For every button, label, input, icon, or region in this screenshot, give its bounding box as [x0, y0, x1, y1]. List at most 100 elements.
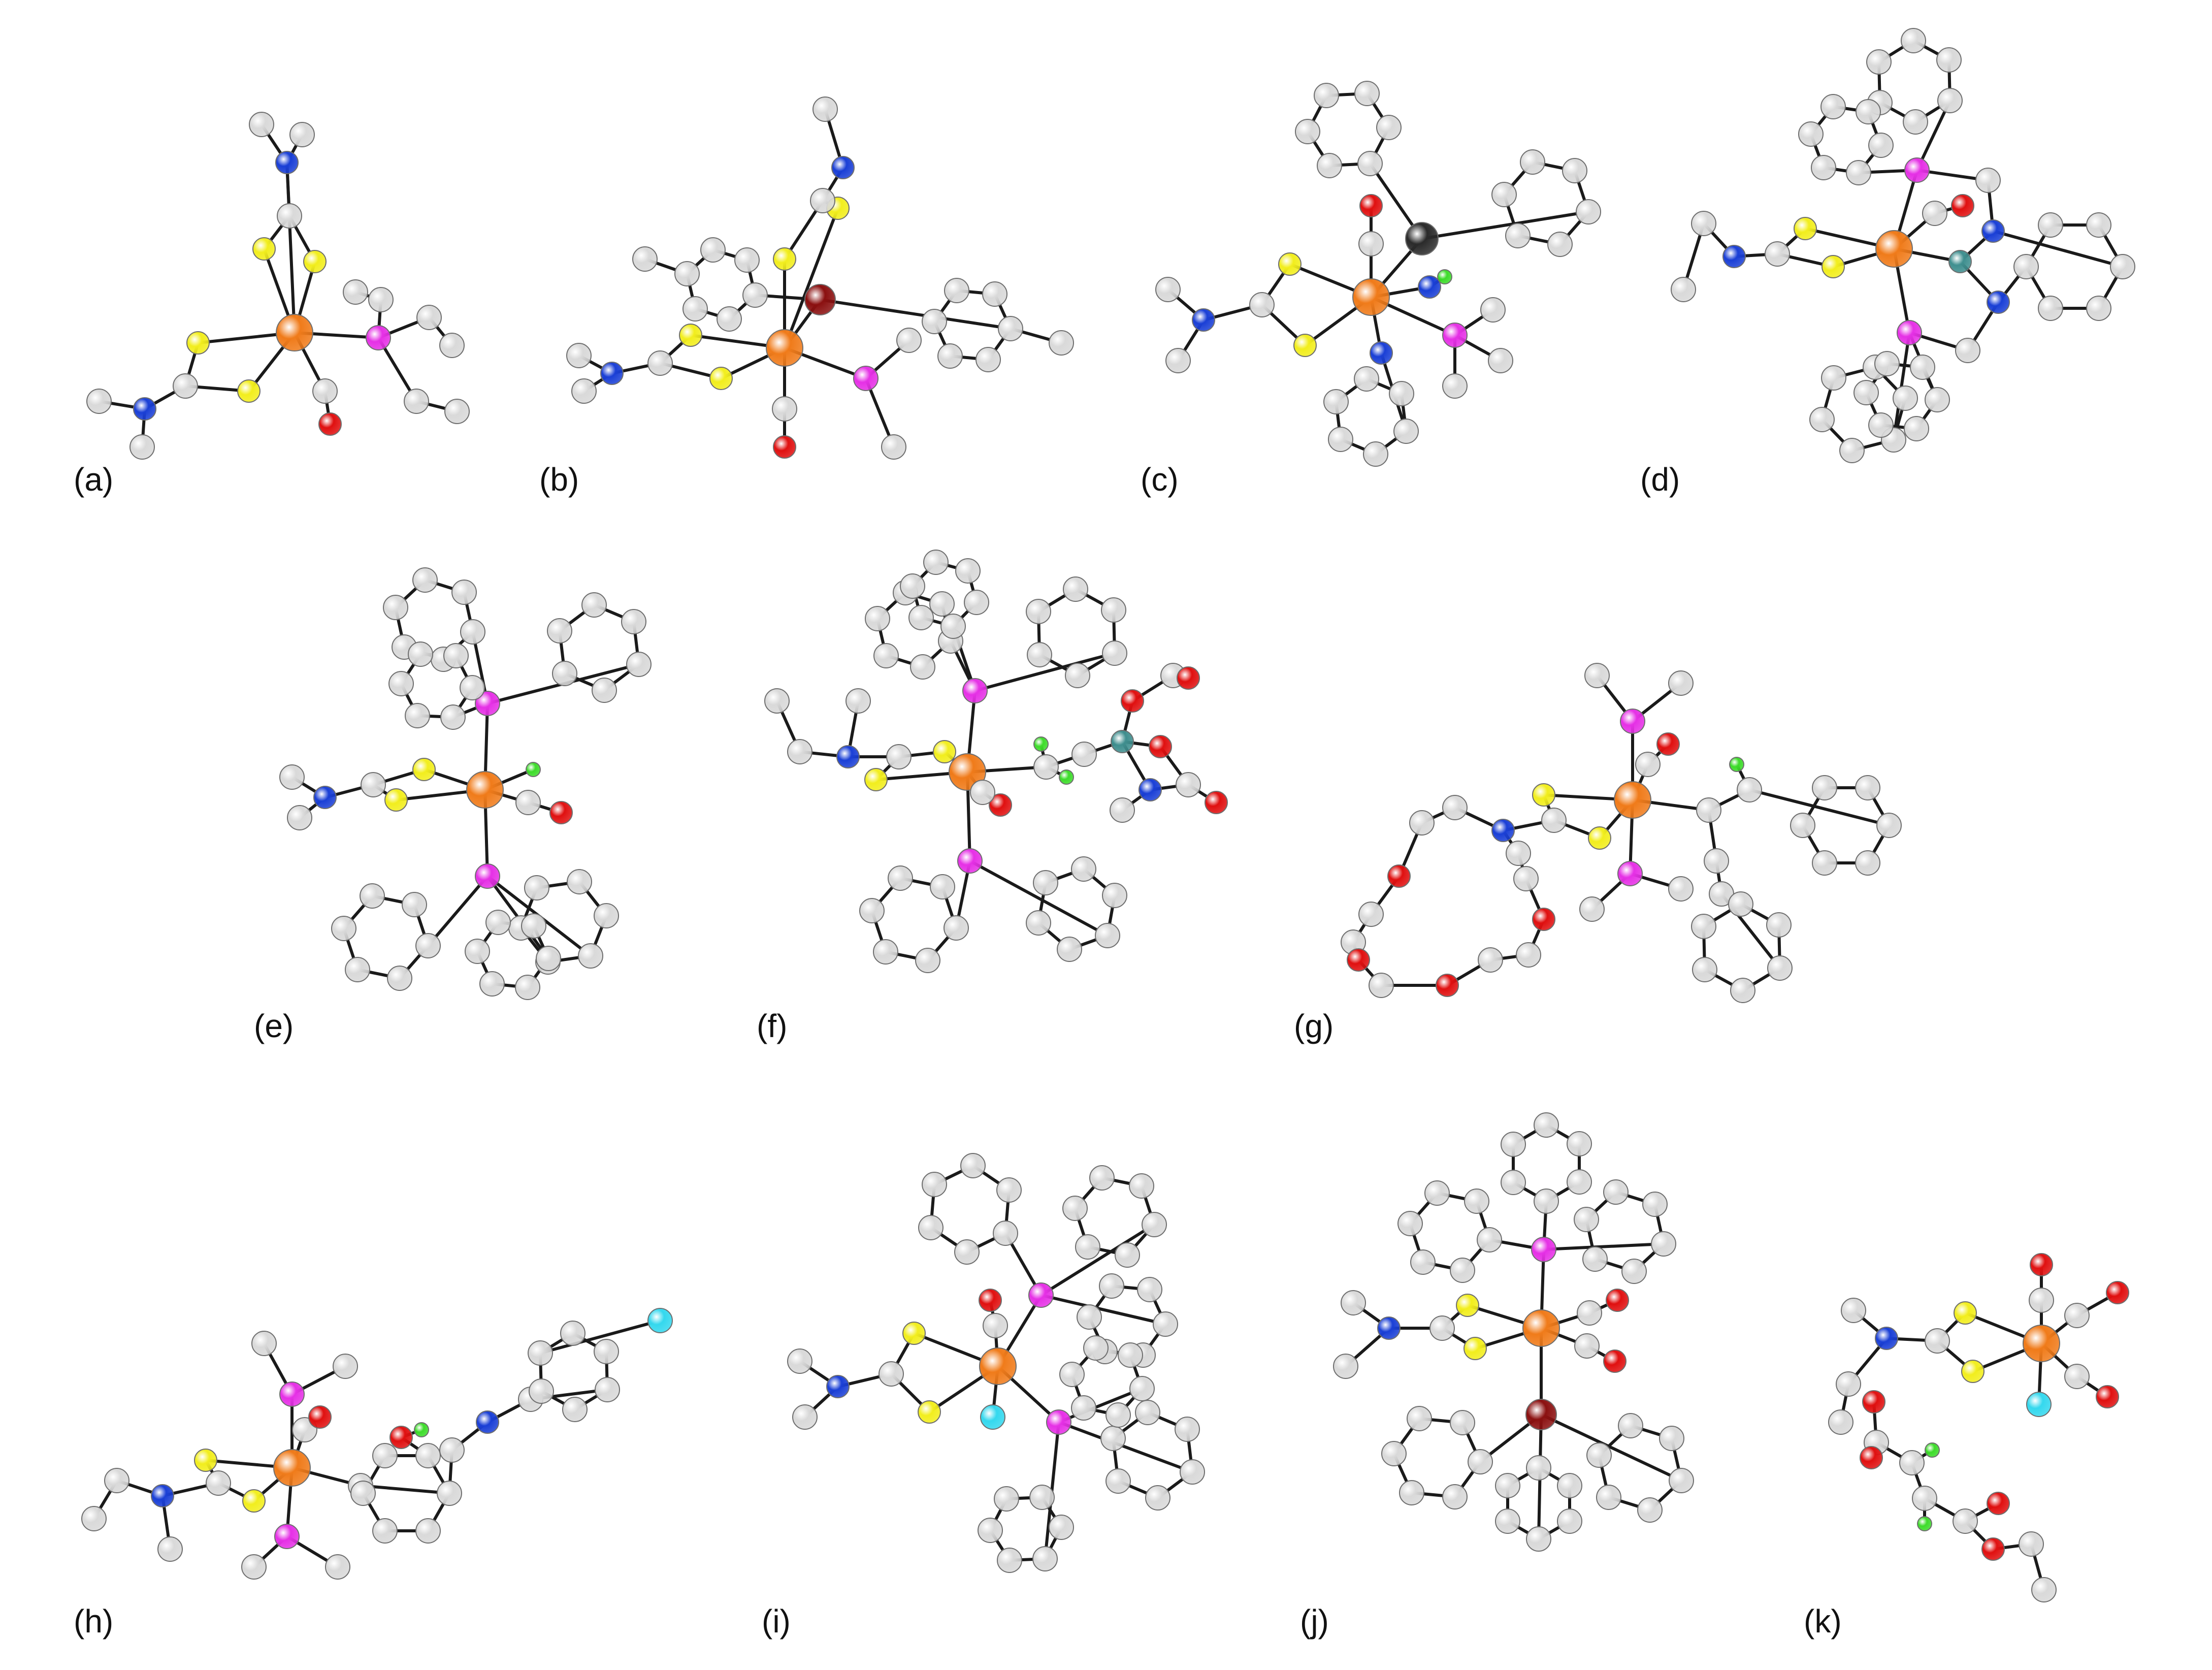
teal-atom — [1111, 730, 1134, 753]
carbon-atom — [388, 671, 414, 696]
carbon-atom — [1442, 373, 1468, 399]
hydrogen-atom — [1925, 1442, 1940, 1458]
carbon-atom — [1621, 1259, 1647, 1284]
carbon-atom — [157, 1536, 183, 1562]
carbon-atom — [1925, 1328, 1950, 1354]
molecule-f — [764, 550, 1228, 973]
molecule-j — [1333, 1112, 1694, 1552]
carbon-atom — [383, 595, 408, 620]
carbon-atom — [1868, 412, 1894, 438]
phosphorus-atom — [1046, 1409, 1071, 1435]
carbon-atom — [2064, 1303, 2090, 1328]
carbon-atom — [764, 688, 790, 714]
carbon-atom — [2013, 254, 2039, 279]
carbon-atom — [1577, 1300, 1602, 1326]
sulfur-atom — [1463, 1337, 1487, 1360]
carbon-atom — [787, 1348, 812, 1374]
carbon-atom — [343, 279, 368, 305]
bond — [1748, 788, 1891, 827]
carbon-atom — [372, 1518, 398, 1544]
carbon-atom — [521, 913, 546, 939]
carbon-atom — [1576, 199, 1601, 224]
carbon-atom — [1520, 149, 1545, 175]
carbon-atom — [1582, 1246, 1608, 1272]
nitrogen-atom — [826, 1375, 850, 1398]
carbon-atom — [845, 688, 871, 714]
carbon-atom — [859, 898, 885, 923]
bond — [1540, 1413, 1683, 1482]
bond — [783, 207, 839, 349]
carbon-atom — [1821, 365, 1846, 391]
sulfur-atom — [679, 324, 702, 347]
metal-atom — [766, 329, 803, 367]
oxygen-atom — [2096, 1385, 2119, 1408]
oxygen-atom — [1656, 732, 1680, 756]
hydrogen-atom — [526, 762, 541, 777]
carbon-atom — [1057, 937, 1082, 962]
nitrogen-atom — [1875, 1327, 1898, 1350]
carbon-atom — [923, 550, 949, 575]
carbon-atom — [1728, 891, 1753, 917]
carbon-atom — [2110, 254, 2135, 279]
carbon-atom — [993, 1221, 1018, 1246]
carbon-atom — [1765, 241, 1790, 267]
carbon-atom — [1955, 338, 1980, 363]
molecule-d — [1671, 28, 2135, 463]
carbon-atom — [1574, 1207, 1599, 1232]
carbon-atom — [1903, 109, 1928, 135]
carbon-atom — [1855, 775, 1880, 800]
carbon-atom — [944, 278, 969, 303]
carbon-atom — [279, 764, 305, 790]
carbon-atom — [1495, 1473, 1520, 1498]
carbon-atom — [1839, 438, 1865, 463]
sulfur-atom — [1278, 252, 1302, 276]
phosphorus-atom — [1904, 157, 1930, 183]
carbon-atom — [451, 580, 477, 605]
carbon-atom — [632, 246, 658, 272]
phosphorus-atom — [1897, 320, 1922, 345]
carbon-atom — [368, 287, 394, 312]
carbon-atom — [81, 1506, 107, 1531]
carbon-atom — [982, 281, 1007, 307]
oxygen-atom — [1606, 1289, 1629, 1312]
carbon-atom — [1317, 153, 1342, 178]
carbon-atom — [717, 306, 742, 332]
carbon-atom — [1488, 348, 1513, 373]
oxygen-atom — [1862, 1390, 1885, 1414]
carbon-atom — [772, 396, 797, 422]
carbon-atom — [1410, 1249, 1436, 1275]
carbon-atom — [345, 957, 370, 982]
carbon-atom — [1409, 810, 1435, 836]
carbon-atom — [287, 805, 312, 830]
carbon-atom — [460, 675, 485, 700]
carbon-atom — [1876, 813, 1902, 838]
sulfur-atom — [1293, 334, 1317, 357]
carbon-atom — [578, 943, 603, 969]
carbon-atom — [1541, 808, 1567, 833]
phosphorus-atom — [475, 863, 500, 889]
sulfur-atom — [1532, 783, 1555, 807]
carbon-atom — [1836, 1371, 1861, 1397]
carbon-atom — [886, 744, 912, 769]
carbon-atom — [1393, 419, 1419, 444]
carbon-atom — [954, 1239, 980, 1265]
carbon-atom — [1557, 1473, 1582, 1498]
carbon-atom — [592, 678, 617, 703]
sulfur-atom — [303, 250, 327, 273]
carbon-atom — [1584, 663, 1610, 688]
bond — [285, 161, 296, 334]
carbon-atom — [1841, 1298, 1866, 1323]
oxygen-atom — [2030, 1253, 2053, 1276]
hydrogen-atom — [1917, 1516, 1932, 1531]
carbon-atom — [372, 1443, 398, 1468]
nitrogen-atom — [476, 1410, 499, 1434]
sulfur-atom — [412, 758, 436, 781]
phosphorus-atom — [1028, 1282, 1054, 1308]
heavy-atom — [1405, 222, 1439, 255]
carbon-atom — [1534, 1189, 1559, 1214]
carbon-atom — [1049, 330, 1074, 356]
metal-atom — [949, 753, 986, 791]
carbon-atom — [1026, 910, 1051, 936]
sulfur-atom — [902, 1322, 926, 1345]
phosphorus-atom — [957, 848, 983, 874]
